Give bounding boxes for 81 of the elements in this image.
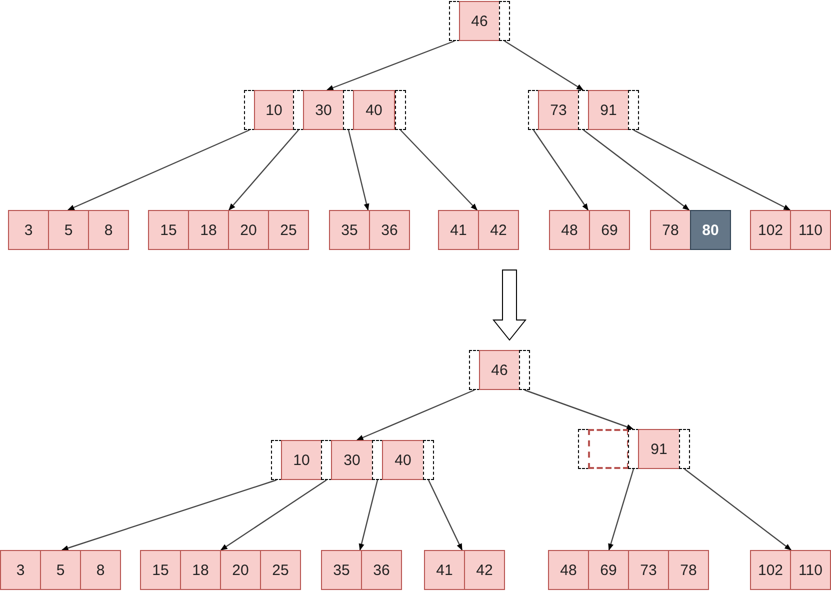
key-cell: 80 — [690, 210, 731, 250]
key-cell: 41 — [438, 210, 479, 250]
key-cell: 40 — [353, 90, 395, 130]
key-cell: 30 — [303, 90, 344, 130]
arrow — [61, 479, 277, 551]
arrow — [428, 480, 463, 551]
pointer-cell — [423, 440, 434, 480]
pointer-cell — [578, 90, 589, 130]
arrow — [608, 468, 634, 551]
pointer-cell — [395, 90, 406, 130]
pointer-cell — [469, 350, 480, 390]
key-cell: 35 — [321, 550, 362, 590]
arrow — [684, 468, 792, 550]
key-cell: 48 — [549, 210, 590, 250]
arrow — [583, 130, 690, 210]
pointer-cell — [628, 90, 639, 130]
key-cell: 15 — [148, 210, 189, 250]
arrow — [358, 480, 378, 551]
pointer-cell — [321, 440, 332, 480]
key-cell: 110 — [790, 550, 831, 590]
key-cell: 15 — [140, 550, 181, 590]
pointer-cell — [449, 1, 460, 41]
pointer-cell — [528, 90, 539, 130]
arrow — [220, 480, 327, 550]
pointer-cell — [271, 440, 282, 480]
key-cell: 18 — [180, 550, 221, 590]
arrow — [524, 389, 634, 430]
key-cell: 91 — [638, 429, 680, 469]
key-cell: 5 — [40, 550, 81, 590]
arrow — [533, 130, 588, 211]
key-cell: 20 — [228, 210, 269, 250]
key-cell: 73 — [628, 550, 669, 590]
key-cell: 25 — [260, 550, 301, 590]
arrow — [633, 129, 791, 211]
pointer-cell — [372, 440, 383, 480]
key-cell: 8 — [80, 550, 121, 590]
key-cell: 46 — [479, 350, 520, 390]
key-cell: 78 — [668, 550, 709, 590]
key-cell: 42 — [464, 550, 505, 590]
arrow — [67, 129, 250, 211]
key-cell: 41 — [424, 550, 465, 590]
key-cell: 10 — [281, 440, 322, 480]
pointer-cell — [244, 90, 255, 130]
pointer-cell — [499, 1, 510, 41]
key-cell: 18 — [188, 210, 229, 250]
pointer-cell — [293, 90, 304, 130]
arrow — [400, 130, 478, 210]
pointer-cell — [679, 429, 690, 469]
key-cell: 102 — [750, 550, 791, 590]
key-cell: 25 — [268, 210, 309, 250]
key-cell: 42 — [478, 210, 519, 250]
pointer-cell — [343, 90, 354, 130]
key-cell: 73 — [538, 90, 579, 130]
key-cell: 5 — [48, 210, 89, 250]
arrow — [326, 40, 455, 91]
arrow — [348, 130, 370, 211]
key-cell: 91 — [588, 90, 629, 130]
pointer-cell — [519, 350, 530, 390]
key-cell: 36 — [369, 210, 410, 250]
key-cell: 48 — [548, 550, 589, 590]
arrow — [504, 40, 584, 90]
key-cell: 36 — [361, 550, 402, 590]
arrow — [228, 130, 299, 211]
pointer-cell — [628, 429, 639, 469]
key-cell: 3 — [8, 210, 49, 250]
key-cell: 35 — [329, 210, 370, 250]
key-cell: 20 — [220, 550, 261, 590]
key-cell: 8 — [88, 210, 129, 250]
key-cell: 110 — [790, 210, 831, 250]
key-cell: 46 — [459, 1, 500, 41]
key-cell: 78 — [650, 210, 691, 250]
key-cell: 30 — [331, 440, 373, 480]
key-cell: 69 — [589, 210, 630, 250]
key-cell: 3 — [0, 550, 41, 590]
arrow — [356, 389, 475, 441]
block-arrow — [492, 270, 527, 341]
key-cell: 40 — [382, 440, 424, 480]
key-cell: 10 — [254, 90, 294, 130]
pointer-cell — [578, 429, 589, 469]
key-cell: 102 — [750, 210, 791, 250]
key-cell: 69 — [588, 550, 629, 590]
